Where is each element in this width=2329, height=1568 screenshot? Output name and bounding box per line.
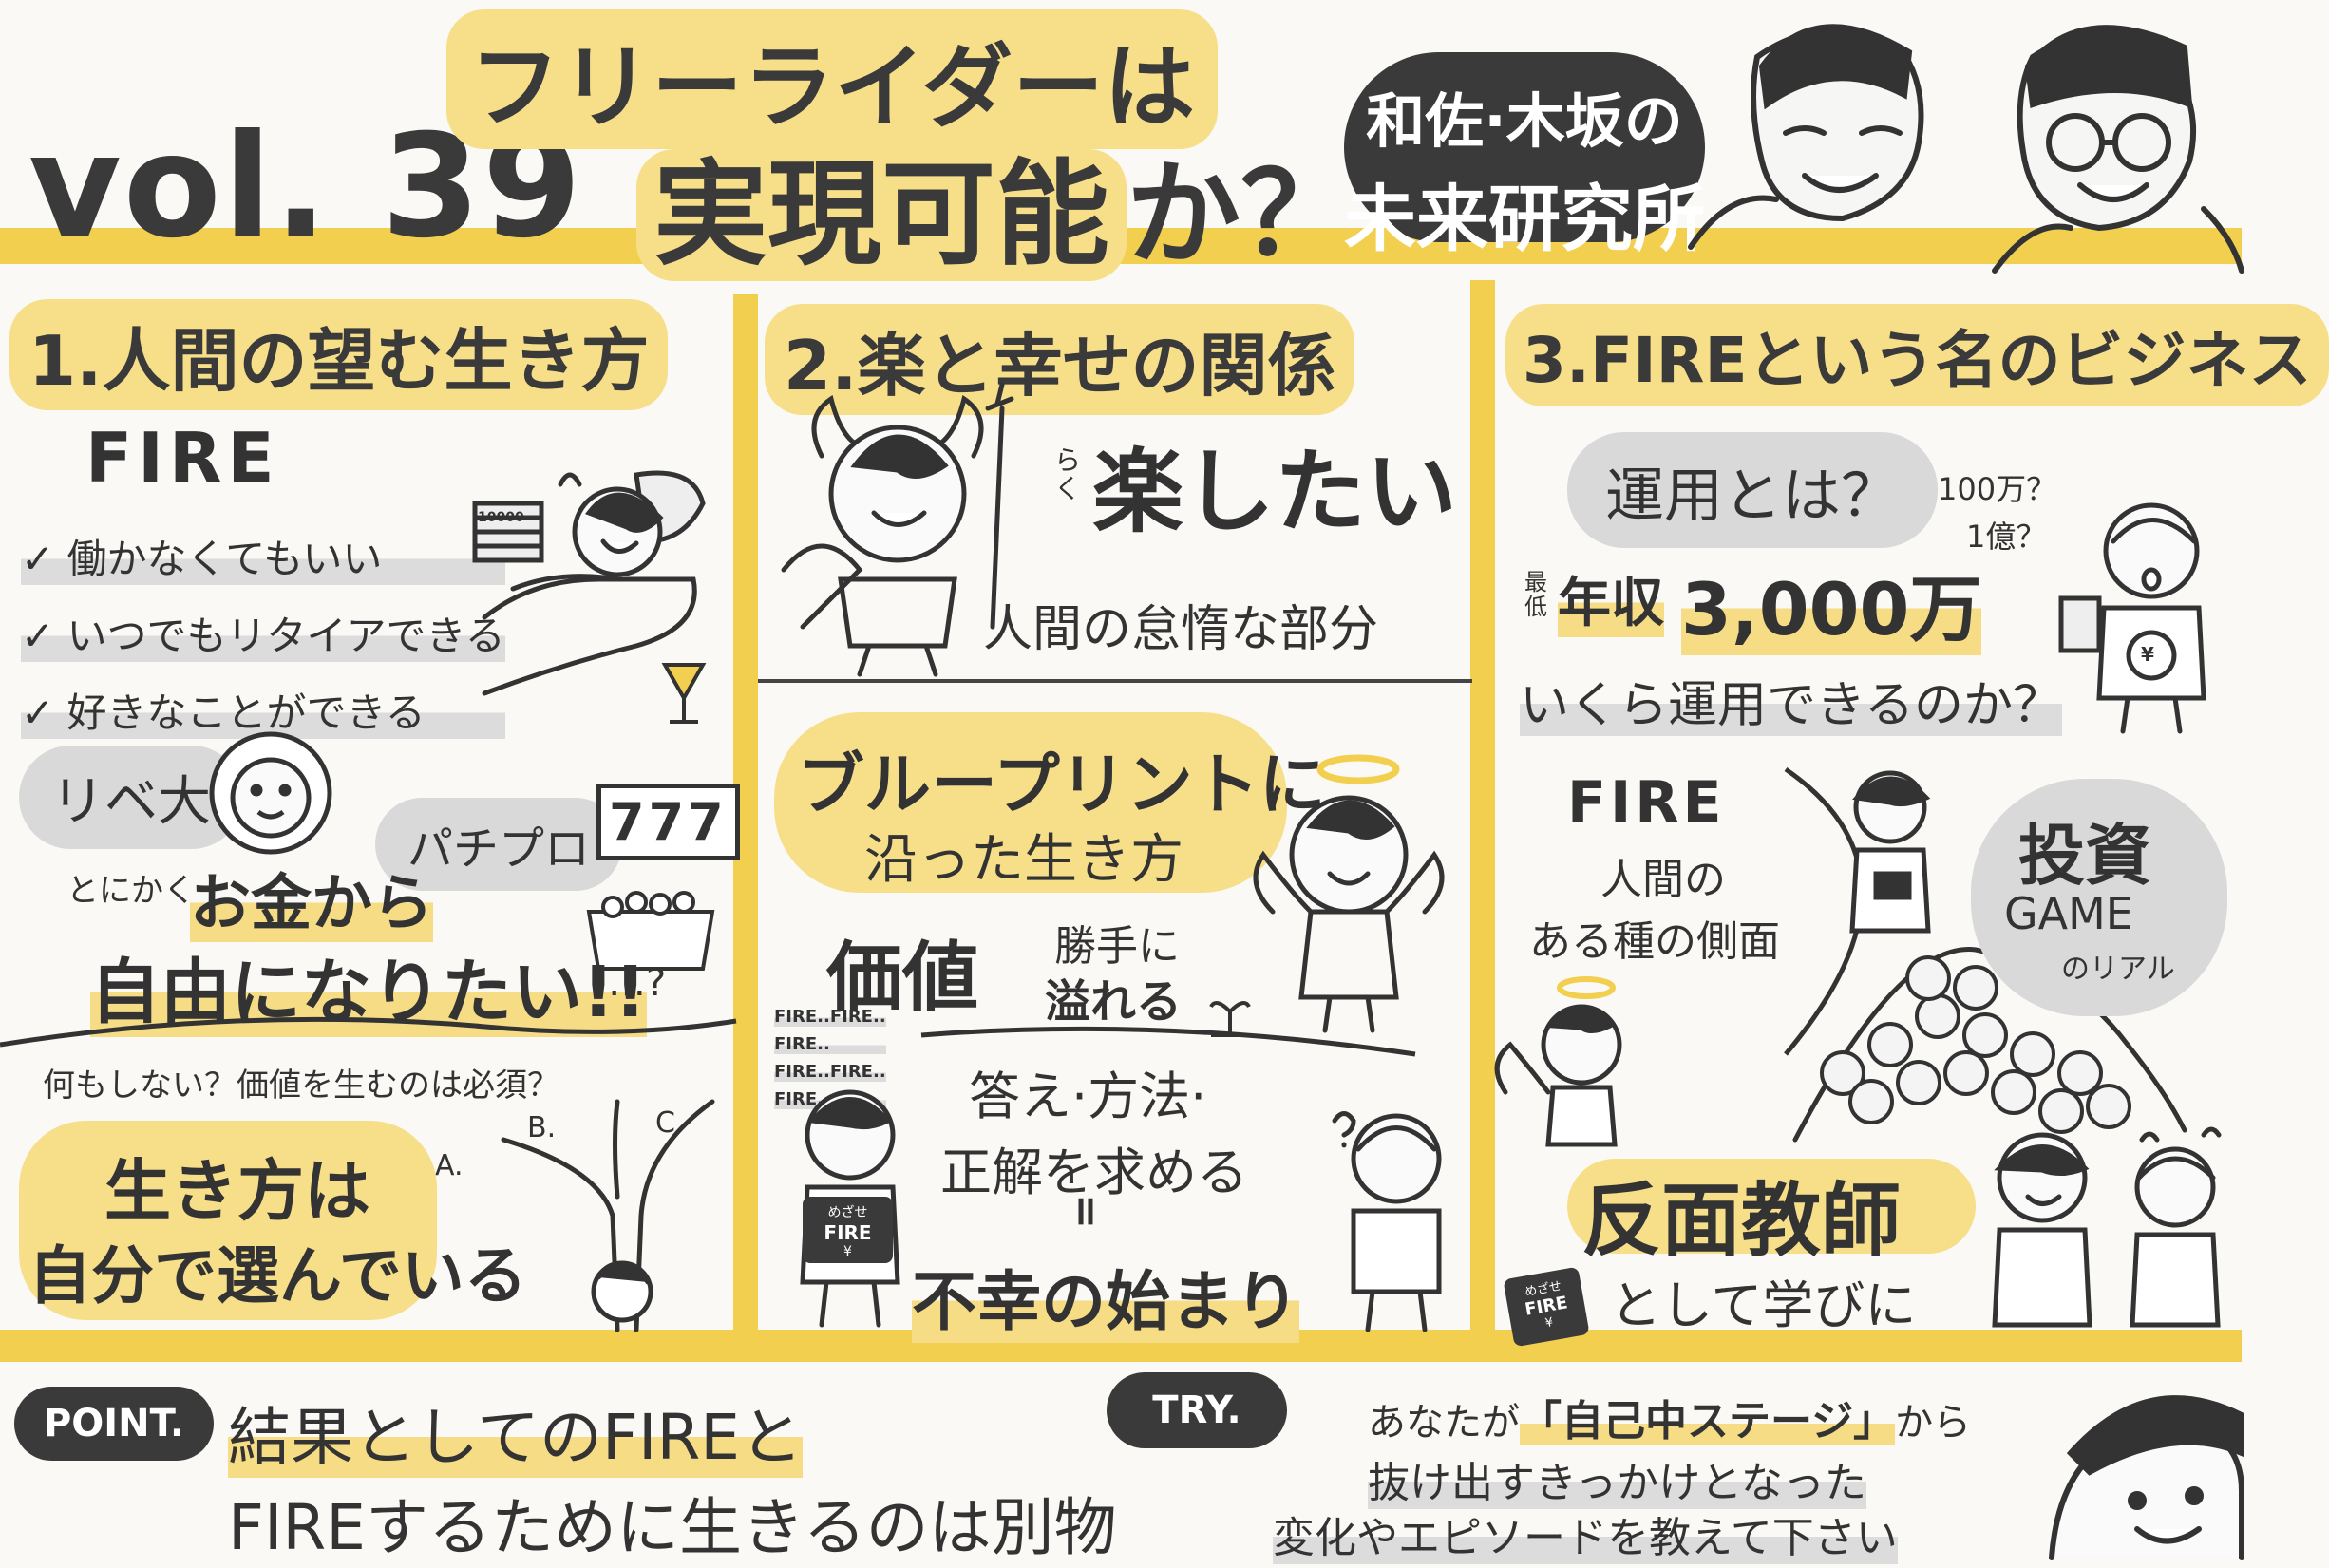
real-text: のリアル — [2061, 953, 2175, 986]
pachipro-bubble: パチプロ — [375, 798, 623, 891]
saitei-label: 最低 — [1524, 569, 1547, 620]
section2-divider — [758, 679, 1472, 683]
ribedai-bubble: リベ大 — [19, 746, 243, 849]
point-label: POINT. — [14, 1387, 214, 1461]
ikikata-line-1: 生き方は — [104, 1152, 370, 1230]
raku-shitai: 楽したい — [1092, 439, 1457, 545]
point-line-1: 結果としてのFIREと — [228, 1387, 804, 1478]
fire-shirt-sign: めざせ FIRE ¥ — [803, 1197, 893, 1263]
ikikata-bubble — [19, 1121, 437, 1320]
point-line-2-text: FIREするために生きるのは別物 — [228, 1491, 1117, 1564]
fire-bullet: ✓ 働かなくてもいい — [21, 527, 505, 585]
lab-badge: 和佐·木坂の 未来研究所 — [1344, 52, 1705, 261]
money-stack-label: 10000 — [478, 510, 524, 525]
shirt-line-1: めざせ — [827, 1205, 868, 1220]
title-line-1: フリーライダーは — [446, 9, 1219, 149]
angel-character-icon — [1253, 754, 1445, 1033]
ningen-text: 人間の — [1600, 856, 1726, 904]
branch-b-label: B. — [527, 1111, 557, 1144]
branch-a-label: A. — [435, 1149, 464, 1182]
try-line-1: あなたが「自己中ステージ」から — [1368, 1387, 1971, 1447]
toushi-bubble — [1971, 779, 2227, 1016]
worried-person-icon — [2058, 502, 2206, 734]
confused-person-icon — [1332, 1111, 1442, 1332]
section2-curve — [920, 1026, 1416, 1057]
section2-heading: 2.楽と幸せの関係 — [765, 304, 1355, 415]
lab-line-1: 和佐·木坂の — [1366, 86, 1683, 156]
fire-chant-row: FIRE.. — [774, 1034, 886, 1054]
game-text: GAME — [2004, 888, 2133, 939]
fire-chant-row: FIRE..FIRE.. — [774, 1007, 886, 1027]
hill-line — [0, 1016, 737, 1048]
title-tail: か？ — [1127, 149, 1354, 281]
thought-line-1: 100万？ — [1938, 471, 2057, 507]
fire-bullet-list: ✓ 働かなくてもいい ✓ いつでもリタイアできる ✓ 好きなことができる — [21, 527, 505, 739]
fire-bullet: ✓ いつでもリタイアできる — [21, 604, 505, 662]
katte-line-2: 溢れる — [1045, 975, 1183, 1029]
tonikaku-text: とにかく — [66, 872, 196, 910]
ikura-text: いくら運用できるのか？ — [1520, 665, 2062, 736]
katte-line-1: 勝手に — [1054, 922, 1180, 971]
peeking-face-icon — [2049, 1395, 2244, 1560]
lion-icon — [209, 731, 332, 855]
ikikata-line-2: 自分で選んでいる — [28, 1239, 527, 1313]
try-line-2: 抜け出すきっかけとなった — [1368, 1448, 1866, 1509]
nenshu-label: 年収 — [1558, 560, 1664, 637]
blueprint-line-2: 沿った生き方 — [864, 829, 1183, 891]
shirt-line-3: ¥ — [843, 1244, 852, 1259]
manabi-text: として学びに — [1610, 1275, 1917, 1335]
fire-sign-small: めざせ FIRE ¥ — [1503, 1266, 1590, 1348]
column-divider-2 — [1470, 280, 1495, 1334]
money-bag-yen: ¥ — [2141, 643, 2154, 666]
small-angel-icon — [1494, 976, 1622, 1147]
devil-character-icon — [781, 382, 1014, 677]
relaxing-person-icon — [472, 470, 706, 696]
hanmen-text: 反面教師 — [1581, 1174, 1902, 1267]
okane-text: お金から — [190, 855, 433, 942]
section1-fire: FIRE — [85, 418, 280, 498]
toushi-text: 投資 — [2018, 817, 2151, 895]
fire-chant-row: FIRE..FIRE.. — [774, 1062, 886, 1082]
hanmen-bubble — [1567, 1159, 1976, 1254]
try-line-3: 変化やエピソードを教えて下さい — [1273, 1503, 1898, 1564]
title-emphasis: 実現可能 — [636, 149, 1127, 281]
section1-heading: 1.人間の望む生き方 — [9, 299, 669, 410]
kotae-line-1: 答え·方法· — [969, 1067, 1207, 1126]
section3-heading: 3.FIREという名のビジネス — [1505, 304, 2329, 406]
point-line-2: FIREするために生きるのは別物 — [228, 1477, 1117, 1568]
tree-branches-icon — [501, 1099, 715, 1332]
nenshu-value: 3,000万 — [1681, 551, 1982, 655]
shirt-line-2: FIRE — [824, 1221, 872, 1244]
branch-c-label: C. — [655, 1106, 685, 1140]
skull-pile-icon — [1792, 770, 2187, 1143]
slot-machine: 777 — [596, 784, 740, 860]
fukou-text: 不幸の始まり — [912, 1249, 1300, 1343]
thought-line-2: 1億？ — [1966, 519, 2047, 555]
blueprint-line-1: ブループリントに — [798, 746, 1326, 823]
unyou-bubble: 運用とは？ — [1567, 432, 1939, 548]
two-people-icon — [1992, 1126, 2222, 1328]
try-label: TRY. — [1107, 1372, 1287, 1448]
blueprint-bubble — [774, 712, 1287, 893]
try-line-1-pre: あなたが — [1368, 1401, 1520, 1445]
kotae-line-2: 正解を求める — [940, 1143, 1248, 1202]
try-line-1-em: 「自己中ステージ」 — [1520, 1397, 1896, 1445]
drink-glass-icon — [661, 663, 707, 724]
fire-bullet: ✓ 好きなことができる — [21, 681, 505, 739]
try-line-1-post: から — [1895, 1401, 1972, 1445]
host-portraits-icon — [1688, 24, 2244, 274]
title-line-2: 実現可能か？ — [636, 122, 1354, 287]
raku-reading: らく — [1054, 444, 1082, 504]
equal-sign: = — [1061, 1194, 1110, 1229]
question-text: 何もしない？価値を生むのは必須？ — [43, 1067, 559, 1105]
aru-text: ある種の側面 — [1529, 917, 1780, 966]
taida-text: 人間の怠惰な部分 — [983, 601, 1379, 658]
lab-line-2: 未来研究所 — [1344, 177, 1705, 261]
ellipsis-text: …? — [608, 961, 667, 1005]
section3-fire: FIRE — [1567, 769, 1726, 836]
